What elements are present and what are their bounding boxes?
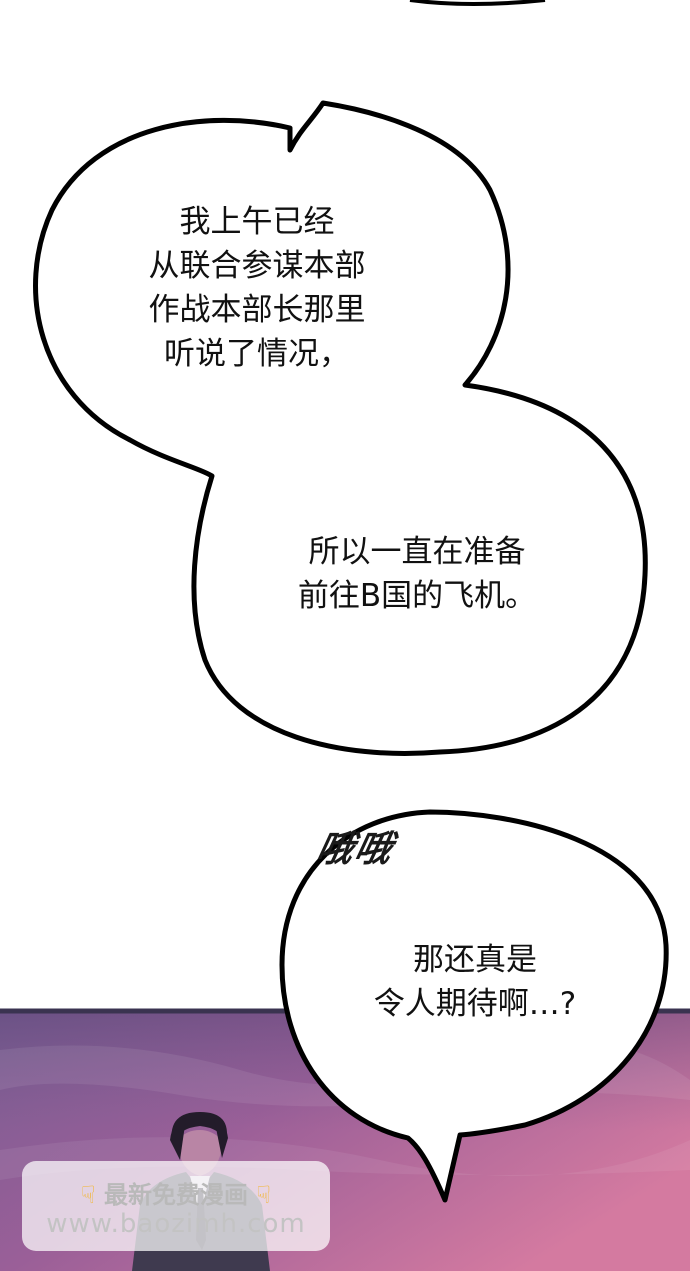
- watermark-url: www.baozimh.com: [46, 1209, 306, 1239]
- watermark-line-1: ☟ 最新免费漫画 ☟: [22, 1175, 330, 1210]
- bubble-1-line: 作战本部长那里: [148, 292, 366, 328]
- pointing-down-hand-icon: ☟: [81, 1181, 96, 1209]
- watermark-title: 最新免费漫画: [104, 1181, 248, 1209]
- bubble-1-continuation-text: 所以一直在准备 前往B国的飞机。: [262, 530, 572, 618]
- sound-effect-text: 哦哦: [312, 828, 398, 870]
- bubble-1-line: 我上午已经: [179, 204, 335, 240]
- previous-bubble-edge: [409, 0, 546, 6]
- watermark-badge: ☟ 最新免费漫画 ☟ www.baozimh.com: [22, 1161, 330, 1251]
- bubble-2-line: 前往B国的飞机。: [297, 578, 537, 614]
- bubble-3-line: 那还真是: [413, 942, 537, 978]
- pointing-down-hand-icon: ☟: [256, 1181, 271, 1209]
- bubble-2-text: 那还真是 令人期待啊…?: [330, 938, 620, 1026]
- bubble-2-line: 所以一直在准备: [308, 534, 526, 570]
- bubble-1-line: 从联合参谋本部: [148, 248, 366, 284]
- bubble-1-text: 我上午已经 从联合参谋本部 作战本部长那里 听说了情况，: [112, 200, 402, 376]
- speech-bubble-2: [279, 809, 669, 1203]
- bubble-3-line: 令人期待啊…?: [373, 986, 577, 1022]
- speech-bubble-1: [33, 100, 648, 756]
- bubble-1-line: 听说了情况，: [164, 336, 350, 372]
